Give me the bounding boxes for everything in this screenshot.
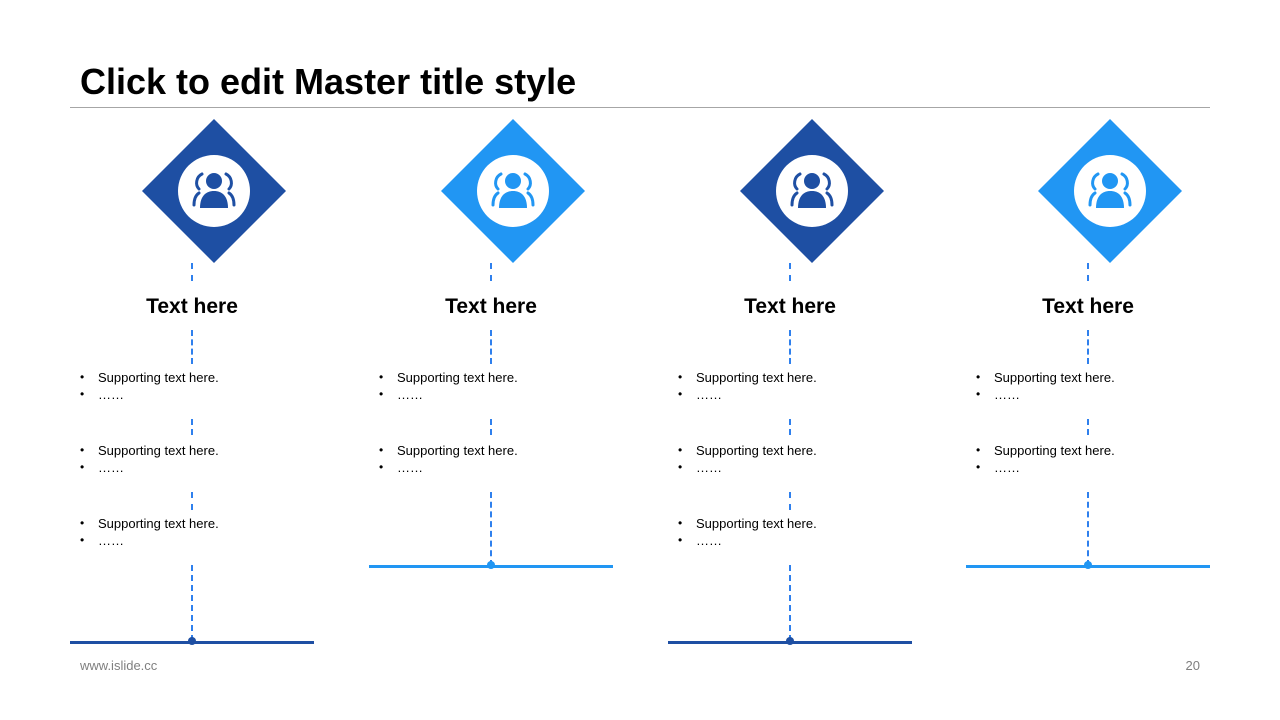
bullet-item: Supporting text here. [379,442,609,459]
bullet-item: Supporting text here. [976,442,1206,459]
base-line [668,641,912,644]
people-group-icon [790,172,834,208]
bullet-item: Supporting text here. [80,369,310,386]
bullet-item: Supporting text here. [976,369,1206,386]
bullet-block[interactable]: Supporting text here. …… [976,442,1206,476]
bullet-item: Supporting text here. [678,515,908,532]
connector-line [789,419,791,435]
bullet-item: Supporting text here. [678,369,908,386]
connector-line [1087,263,1089,281]
bullet-block[interactable]: Supporting text here. …… [80,442,310,476]
slide-title[interactable]: Click to edit Master title style [80,61,577,102]
column-heading[interactable]: Text here [445,295,537,318]
bullet-item: …… [80,459,310,476]
page-number: 20 [1185,658,1200,673]
diamond-badge [142,119,286,263]
diamond-badge [1038,119,1182,263]
bullet-block[interactable]: Supporting text here. …… [80,515,310,549]
connector-line [490,330,492,364]
connector-line [490,263,492,281]
bullet-item: …… [80,532,310,549]
bullet-item: …… [678,532,908,549]
column-heading[interactable]: Text here [1042,295,1134,318]
bullet-block[interactable]: Supporting text here. …… [678,442,908,476]
base-line [966,565,1210,568]
bullet-item: Supporting text here. [379,369,609,386]
base-line [369,565,613,568]
bullet-block[interactable]: Supporting text here. …… [976,369,1206,403]
bullet-block[interactable]: Supporting text here. …… [379,442,609,476]
bullet-block[interactable]: Supporting text here. …… [80,369,310,403]
connector-line [1087,492,1089,566]
column-2: Text here Supporting text here. …… Suppo… [369,0,613,720]
title-divider [70,107,1210,108]
connector-line [191,492,193,510]
connector-line [490,492,492,566]
connector-line [1087,330,1089,364]
connector-line [789,565,791,641]
connector-line [490,419,492,435]
bullet-item: Supporting text here. [80,442,310,459]
bullet-item: …… [80,386,310,403]
diamond-badge [441,119,585,263]
bullet-item: …… [678,386,908,403]
people-group-icon [192,172,236,208]
bullet-block[interactable]: Supporting text here. …… [678,369,908,403]
bullet-item: …… [678,459,908,476]
column-heading[interactable]: Text here [744,295,836,318]
bullet-item: …… [976,386,1206,403]
connector-line [789,263,791,281]
column-1: Text here Supporting text here. …… Suppo… [70,0,314,720]
connector-line [191,419,193,435]
connector-line [789,330,791,364]
column-4: Text here Supporting text here. …… Suppo… [966,0,1210,720]
people-group-icon [1088,172,1132,208]
connector-line [191,263,193,281]
connector-line [789,492,791,510]
connector-line [191,565,193,641]
bullet-item: Supporting text here. [80,515,310,532]
bullet-block[interactable]: Supporting text here. …… [678,515,908,549]
column-heading[interactable]: Text here [146,295,238,318]
bullet-block[interactable]: Supporting text here. …… [379,369,609,403]
column-3: Text here Supporting text here. …… Suppo… [668,0,912,720]
footer-url: www.islide.cc [80,658,158,673]
bullet-item: …… [379,386,609,403]
bullet-item: …… [976,459,1206,476]
connector-line [1087,419,1089,435]
diamond-badge [740,119,884,263]
people-group-icon [491,172,535,208]
bullet-item: Supporting text here. [678,442,908,459]
connector-line [191,330,193,364]
bullet-item: …… [379,459,609,476]
base-line [70,641,314,644]
